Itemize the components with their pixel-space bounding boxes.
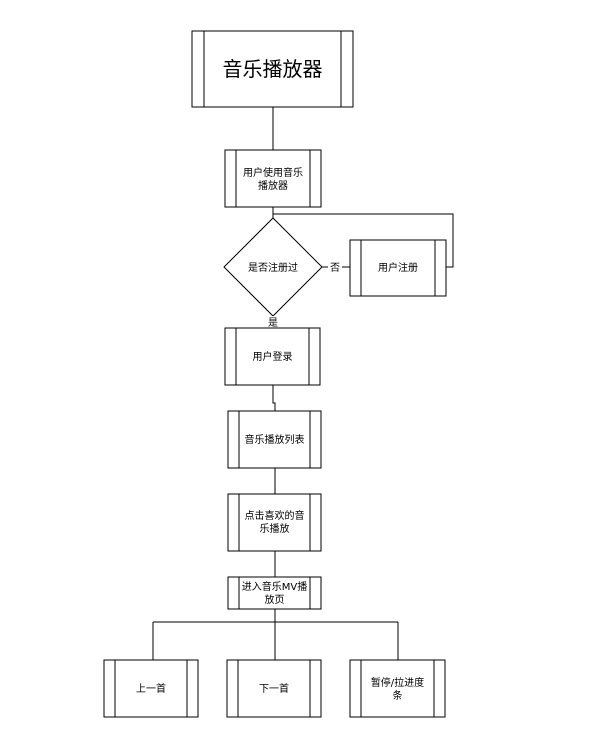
login-label: 用户登录 [253,350,293,363]
no-label: 否 [330,262,340,274]
use-player-label-line1: 用户使用音乐 [243,166,303,179]
prev-label: 上一首 [136,682,166,695]
pause-node: 暂停/拉进度 条 [349,659,446,718]
playlist-node: 音乐播放列表 [227,410,322,469]
decision-label: 是否注册过 [248,261,298,274]
pause-label-line1: 暂停/拉进度 [371,676,424,689]
register-node: 用户注册 [349,239,447,297]
next-label: 下一首 [259,682,289,695]
connector-register-loop [273,213,454,268]
use-player-label-line2: 播放器 [258,179,288,192]
decision-node: 是否注册过 [223,217,323,317]
mv-page-label-line2: 放页 [265,593,285,606]
title-label: 音乐播放器 [223,57,323,81]
mv-page-label-line1: 进入音乐MV播 [242,580,307,593]
click-play-label-line2: 乐播放 [260,522,290,535]
click-play-node: 点击喜欢的音 乐播放 [227,493,322,552]
click-play-label-line1: 点击喜欢的音 [245,509,305,522]
register-label: 用户注册 [378,261,418,274]
title-node: 音乐播放器 [191,30,354,108]
prev-node: 上一首 [103,659,199,718]
login-node: 用户登录 [224,327,321,386]
connector-login-to-playlist [272,385,276,411]
connectors [152,107,454,660]
pause-label-line2: 条 [393,689,403,702]
next-node: 下一首 [226,659,322,718]
yes-label: 是 [268,317,278,329]
playlist-label: 音乐播放列表 [245,433,305,446]
use-player-node: 用户使用音乐 播放器 [224,149,322,208]
mv-page-node: 进入音乐MV播 放页 [227,576,322,610]
